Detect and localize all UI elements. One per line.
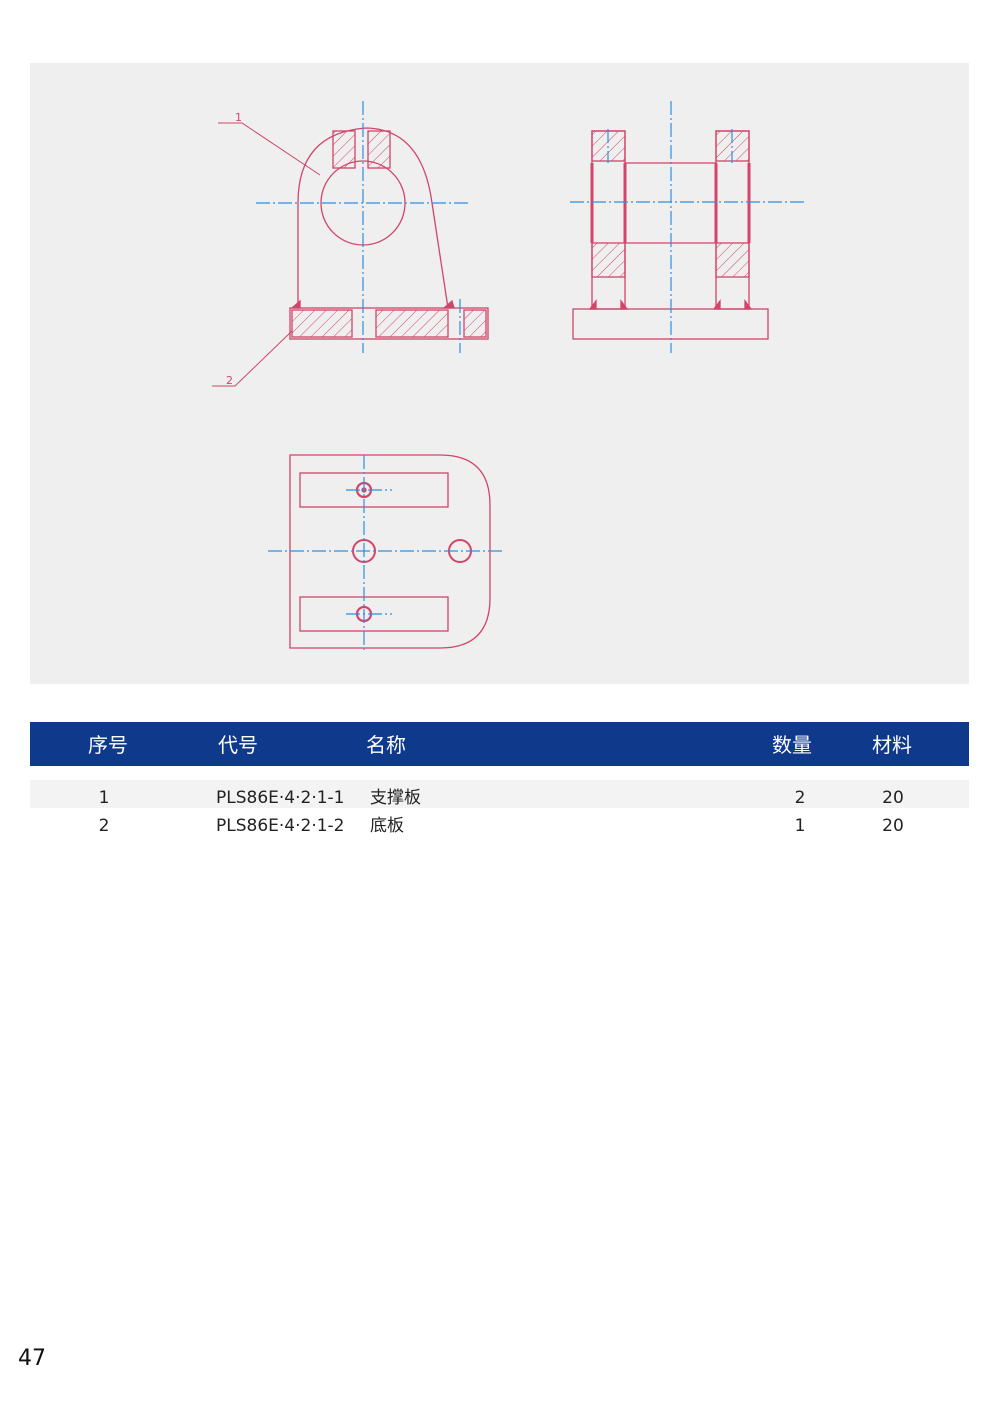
row-no: 2 [98, 816, 110, 836]
page-number: 47 [18, 1346, 46, 1371]
row-code: PLS86E·4·2·1-2 [216, 816, 345, 836]
header-qty: 数量 [772, 733, 812, 757]
header-no: 序号 [88, 733, 128, 757]
front-view [212, 122, 489, 387]
callout-2: 2 [226, 374, 233, 387]
row-name: 底板 [370, 816, 404, 836]
centerlines [256, 101, 806, 653]
table-row: 2 PLS86E·4·2·1-2 底板 1 20 [30, 808, 969, 836]
row-material: 20 [882, 788, 904, 808]
header-code: 代号 [218, 733, 258, 757]
header-material: 材料 [872, 733, 912, 757]
parts-table-header: 序号 代号 名称 数量 材料 [30, 722, 969, 766]
drawing-canvas: 1 2 [212, 101, 806, 653]
technical-drawing: 1 2 [30, 63, 969, 684]
row-no: 1 [98, 788, 110, 808]
table-row: 1 PLS86E·4·2·1-1 支撑板 2 20 [30, 780, 969, 808]
callout-1: 1 [235, 111, 242, 124]
row-qty: 1 [794, 816, 806, 836]
row-name: 支撑板 [370, 788, 421, 808]
row-material: 20 [882, 816, 904, 836]
header-name: 名称 [366, 733, 406, 757]
row-code: PLS86E·4·2·1-1 [216, 788, 345, 808]
row-qty: 2 [794, 788, 806, 808]
